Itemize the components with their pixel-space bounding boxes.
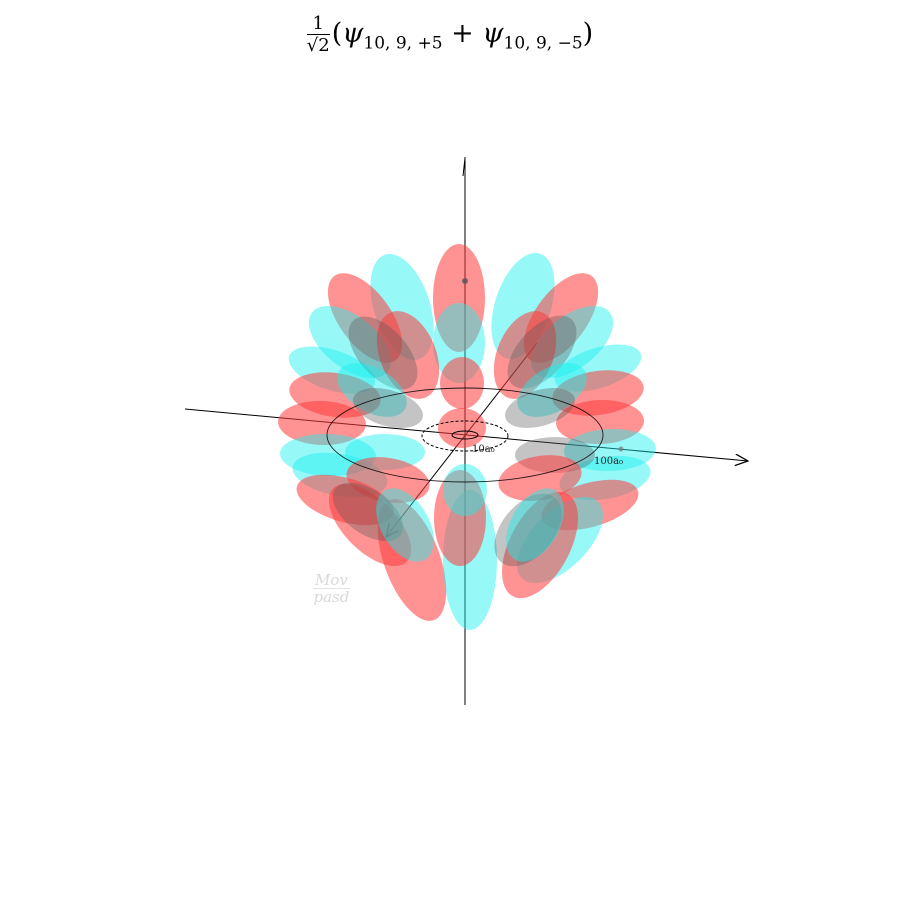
z-axis-marker-dot: [462, 278, 468, 284]
term1-subscript: 10, 9, +5: [363, 33, 443, 54]
positive-lobe-40: [434, 470, 486, 566]
positive-lobe-43: [438, 408, 486, 448]
watermark-line-1: Mov: [313, 571, 350, 589]
plus-sign: +: [451, 17, 474, 49]
ring-marker-dot: [618, 446, 624, 452]
negative-lobe-14: [564, 428, 656, 472]
ring-1a0: [451, 430, 479, 440]
z-axis-arrow-tick: [462, 157, 466, 177]
negative-lobe-29: [337, 363, 407, 417]
positive-lobe-36: [498, 455, 582, 501]
figure-title: 1 √2 (ψ10, 9, +5 + ψ10, 9, −5): [0, 14, 900, 57]
watermark: Mov pasd: [313, 572, 350, 605]
overlap-lobe-32: [505, 388, 575, 428]
overlap-lobe-28: [507, 315, 577, 389]
negative-lobe-30: [517, 363, 587, 417]
positive-lobe-26: [493, 311, 557, 399]
inner-ring-label: 10a₀: [472, 444, 495, 455]
ring-10a0: [421, 420, 509, 452]
wavefunction-expression: (ψ10, 9, +5 + ψ10, 9, −5): [331, 17, 594, 54]
ring-100a0: [326, 387, 604, 483]
overlap-lobe-37: [332, 482, 404, 542]
term2-subscript: 10, 9, −5: [503, 33, 583, 54]
negative-lobe-41: [506, 488, 564, 562]
overlap-lobe-38: [494, 493, 562, 567]
psi-symbol-2: ψ: [482, 17, 504, 49]
watermark-line-2: pasd: [313, 588, 350, 606]
positive-lobe-12: [556, 399, 644, 445]
positive-lobe-21: [502, 491, 578, 599]
negative-lobe-44: [443, 464, 487, 516]
positive-lobe-42: [440, 357, 484, 409]
negative-lobe-5: [308, 306, 392, 378]
fraction-numerator: 1: [306, 14, 330, 35]
positive-lobe-25: [376, 311, 440, 399]
negative-lobe-39: [376, 488, 434, 562]
overlap-lobe-27: [348, 316, 418, 390]
radius-rings: 10a₀ 100a₀: [326, 278, 624, 483]
positive-lobe-0: [433, 244, 485, 352]
positive-lobe-22: [377, 499, 447, 621]
overlap-lobe-31: [353, 388, 423, 428]
orbital-lobes: [278, 244, 656, 630]
psi-symbol-1: ψ: [342, 17, 364, 49]
outer-ring-label: 100a₀: [594, 456, 623, 467]
normalization-fraction: 1 √2: [306, 14, 330, 57]
fraction-denominator: √2: [306, 35, 330, 56]
